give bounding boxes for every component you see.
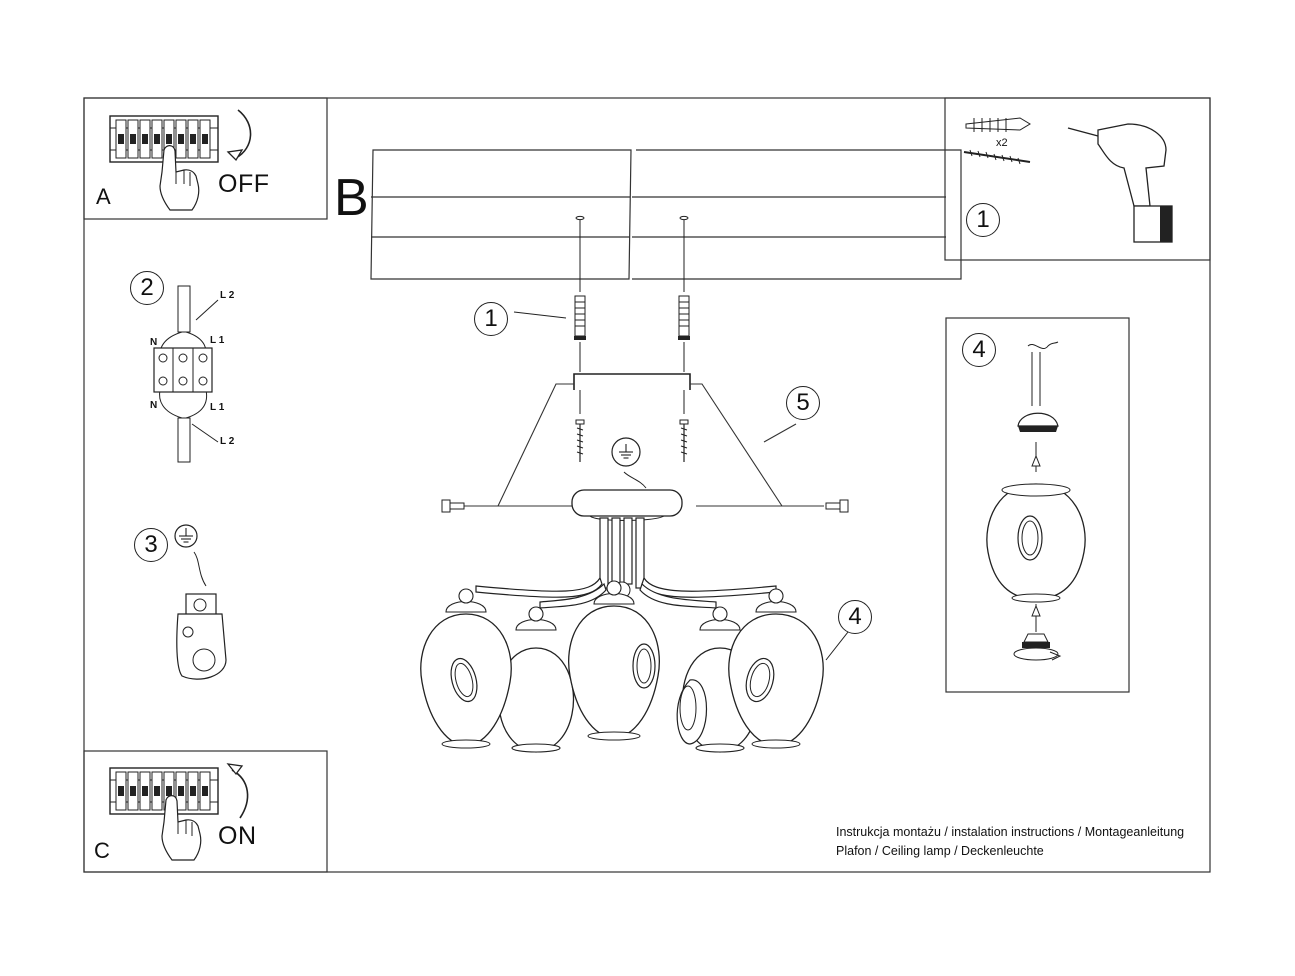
wire-label-l2-top: L 2 [220,290,235,301]
lamp-shade-icon [568,580,660,741]
panel-a-frame [83,97,328,220]
screw-icon [575,419,585,463]
on-label: ON [218,822,257,850]
wire-label-l1-top: L 1 [210,335,225,346]
screw-icon [679,419,689,463]
screw-icon [963,149,1031,165]
step-1-screw-badge: 1 [474,302,508,336]
panel-c-frame [83,750,328,873]
drill-panel-frame [944,97,1211,261]
wire-label-l1-bottom: L 1 [210,402,225,413]
step-2-badge: 2 [130,271,164,305]
outer-border [83,97,1211,873]
panel-c-letter: C [94,838,110,863]
rotate-arrow-icon [231,769,249,819]
lamp-shade-icon [420,588,512,749]
step-4-detail-badge: 4 [962,333,996,367]
rotate-arrow-icon [235,109,252,159]
lamp-shade-icon [728,588,824,749]
mounting-bracket [573,373,691,390]
ceiling-slab [370,149,962,280]
step-1-drill-badge: 1 [966,203,1000,237]
drill-icon [1067,123,1173,243]
caption-line-2: Plafon / Ceiling lamp / Deckenleuchte [836,844,1044,858]
breaker-panel-icon [109,767,219,815]
panel-a-letter: A [96,184,111,209]
wall-plug-icon [677,295,691,341]
lamp-shade-icon [676,679,707,745]
wall-plug-icon [965,117,1031,132]
step-4-main-badge: 4 [838,600,872,634]
lamp-shade-icon [986,483,1086,603]
panel-b-letter: B [334,169,369,227]
ground-lug-icon [176,593,227,680]
screw-icon [441,499,465,513]
off-label: OFF [218,170,270,198]
wire-label-n-bottom: N [150,400,158,411]
step-3-badge: 3 [134,528,168,562]
step-5-badge: 5 [786,386,820,420]
caption-line-1: Instrukcja montażu / instalation instruc… [836,825,1185,839]
quantity-label: x2 [996,137,1008,149]
glass-detail-frame [945,317,1130,693]
screw-icon [825,499,849,513]
terminal-block-icon [153,285,219,463]
wire-label-n-top: N [150,337,158,348]
canopy [571,489,683,517]
wire-label-l2-bottom: L 2 [220,436,235,447]
wall-plug-icon [573,295,587,341]
